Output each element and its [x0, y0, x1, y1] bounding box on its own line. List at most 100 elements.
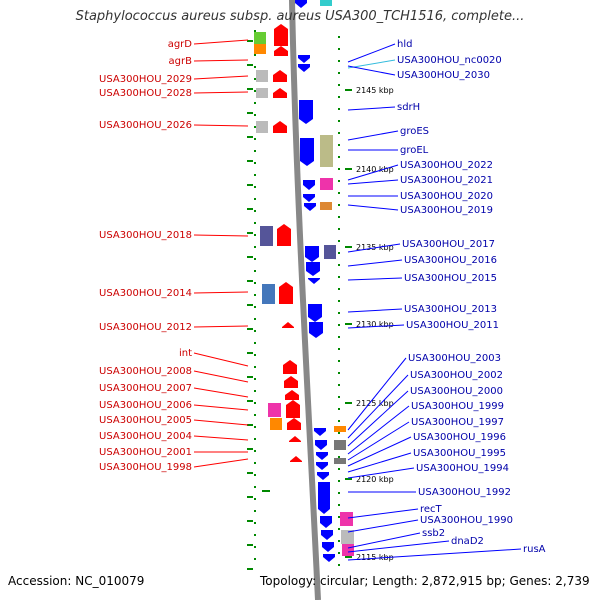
tick-mark: [247, 280, 253, 282]
guide-dot: [338, 528, 340, 530]
tick-mark: [247, 112, 253, 114]
guide-dot: [338, 60, 340, 62]
scale-label: 2115 kbp: [356, 553, 394, 562]
label-connector: [347, 324, 405, 329]
gene-arrow: [303, 194, 315, 202]
gene-arrow: [299, 100, 313, 124]
guide-dot: [338, 372, 340, 374]
guide-dot: [338, 240, 340, 242]
tick-mark: [247, 256, 253, 258]
scale-tick: [345, 246, 352, 248]
gene-arrow: [285, 390, 299, 400]
tick-mark: [247, 400, 253, 402]
gene-label: USA300HOU_2028: [99, 88, 192, 99]
gene-label: USA300HOU_2007: [99, 383, 192, 394]
gene-label: USA300HOU_2000: [410, 386, 503, 397]
gene-label: int: [179, 348, 192, 359]
scale-label: 2130 kbp: [356, 320, 394, 329]
label-connector: [193, 59, 249, 62]
gene-label: USA300HOU_2005: [99, 415, 192, 426]
label-connector: [347, 421, 410, 461]
gene-layer: [254, 0, 354, 562]
gene-label: rusA: [523, 544, 546, 555]
label-connector: [347, 308, 403, 313]
label-layer: agrDagrBUSA300HOU_2029USA300HOU_2028USA3…: [99, 39, 546, 555]
gene-arrow: [277, 224, 291, 246]
gene-arrow: [306, 262, 320, 276]
scale-label: 2140 kbp: [356, 165, 394, 174]
guide-dot: [338, 288, 340, 290]
label-connector: [347, 106, 396, 111]
topology-stats-text: Topology: circular; Length: 2,872,915 bp…: [260, 574, 590, 588]
gene-box: [334, 458, 346, 464]
label-connector: [347, 59, 396, 69]
gene-arrow: [290, 456, 302, 462]
gene-label: USA300HOU_2029: [99, 74, 192, 85]
gene-label: USA300HOU_1999: [411, 401, 504, 412]
gene-box: [256, 70, 268, 82]
guide-dot: [254, 198, 256, 200]
gene-box: [341, 530, 354, 544]
label-connector: [193, 404, 249, 411]
gene-box: [334, 440, 346, 450]
scale-label: 2120 kbp: [356, 475, 394, 484]
gene-label: sdrH: [397, 102, 420, 113]
guide-dot: [254, 54, 256, 56]
label-connector: [193, 352, 249, 367]
gene-label: USA300HOU_2012: [99, 322, 192, 333]
gene-label: USA300HOU_1996: [413, 432, 506, 443]
gene-box: [254, 44, 266, 54]
label-connector: [193, 75, 249, 80]
scale-tick: [345, 478, 352, 480]
gene-label: USA300HOU_1995: [413, 448, 506, 459]
gene-arrow: [321, 530, 333, 540]
label-connector: [193, 291, 249, 294]
guide-dot: [254, 510, 256, 512]
label-connector: [347, 179, 399, 185]
label-connector: [347, 390, 409, 447]
label-connector: [347, 508, 419, 519]
guide-dot: [254, 534, 256, 536]
gene-box: [256, 121, 268, 133]
scale-tick: [345, 89, 352, 91]
guide-dot: [254, 438, 256, 440]
gene-label: recT: [420, 504, 443, 515]
guide-dot: [254, 522, 256, 524]
gene-arrow: [305, 246, 319, 262]
gene-arrow: [283, 360, 297, 374]
gene-arrow: [279, 282, 293, 304]
gene-label: USA300HOU_1997: [411, 417, 504, 428]
guide-dot: [254, 498, 256, 500]
gene-label: groES: [400, 126, 429, 137]
guide-dot: [254, 558, 256, 560]
gene-label: USA300HOU_2022: [400, 160, 493, 171]
guide-dot: [338, 468, 340, 470]
guide-dot: [338, 456, 340, 458]
label-connector: [347, 540, 450, 553]
guide-dot: [338, 252, 340, 254]
gene-box: [342, 544, 354, 556]
gene-label: USA300HOU_2008: [99, 366, 192, 377]
guide-dot: [338, 300, 340, 302]
tick-mark: [247, 184, 253, 186]
guide-dot: [254, 66, 256, 68]
guide-dot: [254, 78, 256, 80]
guide-dot: [254, 402, 256, 404]
gene-box: [334, 426, 346, 432]
gene-arrow: [273, 70, 287, 82]
scale-tick: [345, 323, 352, 325]
tick-mark: [247, 568, 253, 570]
gene-label: USA300HOU_2013: [404, 304, 497, 315]
label-connector: [193, 39, 249, 45]
label-connector: [347, 467, 415, 479]
gene-label: USA300HOU_2002: [410, 370, 503, 381]
tick-mark: [247, 328, 253, 330]
label-connector: [193, 435, 249, 441]
guide-dot: [338, 180, 340, 182]
guide-dot: [254, 354, 256, 356]
guide-dot: [254, 546, 256, 548]
label-connector: [347, 277, 403, 281]
gene-arrow: [314, 428, 326, 436]
gene-box: [270, 418, 282, 430]
